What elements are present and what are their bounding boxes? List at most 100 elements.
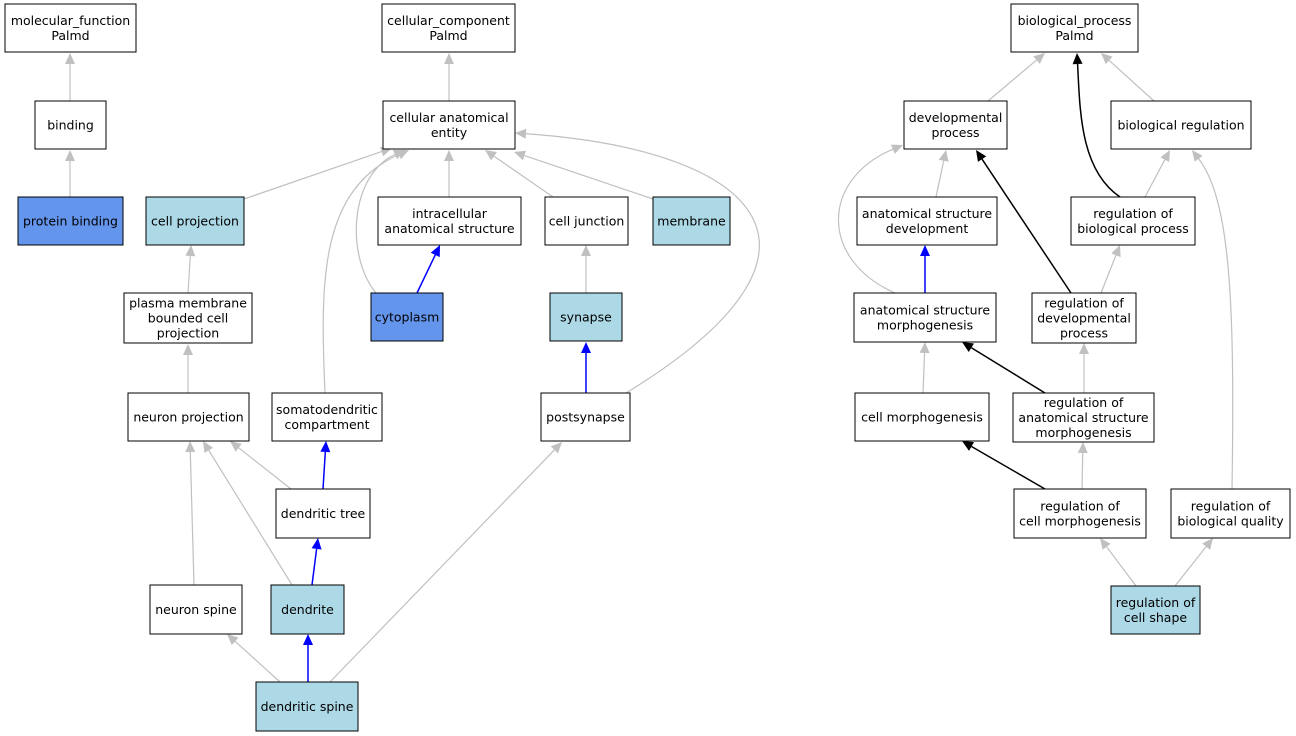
edge-dendrite-to-neuron_projection [203,441,293,586]
node-box [34,100,107,150]
node-dendritic-tree[interactable]: dendritic tree [275,488,371,539]
arrowhead-icon [227,634,239,646]
edge-cell_junction-to-cae [485,150,554,198]
arrowhead-icon [919,342,930,354]
node-label: regulation of [1044,395,1124,410]
arrowhead-icon [185,441,196,453]
arrowhead-icon [581,245,591,256]
edge-line [189,451,195,586]
edge-line [524,154,654,200]
arrowhead-icon [65,150,75,161]
node-label: cell morphogenesis [1019,514,1141,529]
node-label: entity [431,125,468,140]
node-box [275,488,371,539]
arrowhead-icon [444,53,454,64]
node-box [903,100,1008,150]
edge-line [208,450,293,586]
edge-asm-to-dev_process [837,144,903,294]
node-label: process [931,125,979,140]
node-cell-morph[interactable]: cell morphogenesis [854,392,990,442]
edge-line [311,548,318,586]
edge-asd-to-dev_process [935,150,949,198]
arrowhead-icon [962,342,974,353]
edge-line [243,151,382,200]
node-cell-junction[interactable]: cell junction [544,196,629,246]
node-box [1110,100,1252,150]
node-label: development [886,221,969,236]
node-bio-regulation[interactable]: biological regulation [1110,100,1252,150]
node-label: plasma membrane [129,296,247,311]
edge-reg_dev_process-to-reg_bio_process [1100,245,1121,294]
node-label: process [1060,326,1108,341]
node-label: biological quality [1177,514,1284,529]
node-label: protein binding [23,214,118,229]
node-neuron-spine[interactable]: neuron spine [149,584,243,635]
arrowhead-icon [1192,150,1203,162]
edge-reg_bio_process-to-bio_regulation [1144,150,1170,198]
node-box [127,392,250,442]
node-label: biological process [1077,221,1189,236]
edge-pmbcp-to-cell_projection [185,245,196,294]
edge-reg_cell_morph-to-cell_morph [962,441,1046,490]
node-dendritic-spine[interactable]: dendritic spine [255,681,359,732]
node-synapse[interactable]: synapse [549,292,623,342]
node-label: postsynapse [546,410,625,425]
node-label: membrane [657,214,726,229]
arrowhead-icon [430,245,440,258]
node-neuron-projection[interactable]: neuron projection [127,392,250,442]
edge-dendritic_tree-to-somatodendritic [320,441,331,490]
edge-line [1081,452,1084,490]
edge-cae-to-cc [444,53,454,101]
arrowhead-icon [444,150,454,161]
node-dendrite[interactable]: dendrite [270,584,345,635]
node-box [1010,3,1139,53]
node-box [856,196,998,246]
node-label: regulation of [1044,296,1124,311]
edge-line [329,449,555,683]
edge-reg_asm-to-asm [962,342,1046,394]
node-box [370,292,444,342]
edge-line [935,160,945,198]
node-postsynapse[interactable]: postsynapse [540,392,631,442]
node-box [271,392,383,442]
edge-binding-to-mf [65,53,75,101]
edge-dev_process-to-bp [987,53,1045,102]
node-binding[interactable]: binding [34,100,107,150]
node-label: developmental [1037,311,1131,326]
arrowhead-icon [311,538,322,550]
node-label: regulation of [1040,499,1120,514]
node-protein-binding[interactable]: protein binding [17,196,124,246]
node-label: anatomical structure [860,303,990,318]
edge-line [238,447,292,490]
node-membrane[interactable]: membrane [652,196,731,246]
edge-dendritic_spine-to-dendrite [303,634,313,682]
node-box [17,196,124,246]
node-cytoplasm[interactable]: cytoplasm [370,292,444,342]
arrowhead-icon [581,342,591,353]
node-label: cell junction [549,214,625,229]
arrowhead-icon [938,150,949,162]
arrowhead-icon [1077,442,1088,454]
edge-line [1144,159,1166,198]
node-cell-projection[interactable]: cell projection [145,196,245,246]
node-box [4,3,137,53]
node-box [652,196,731,246]
node-label: developmental [909,110,1003,125]
